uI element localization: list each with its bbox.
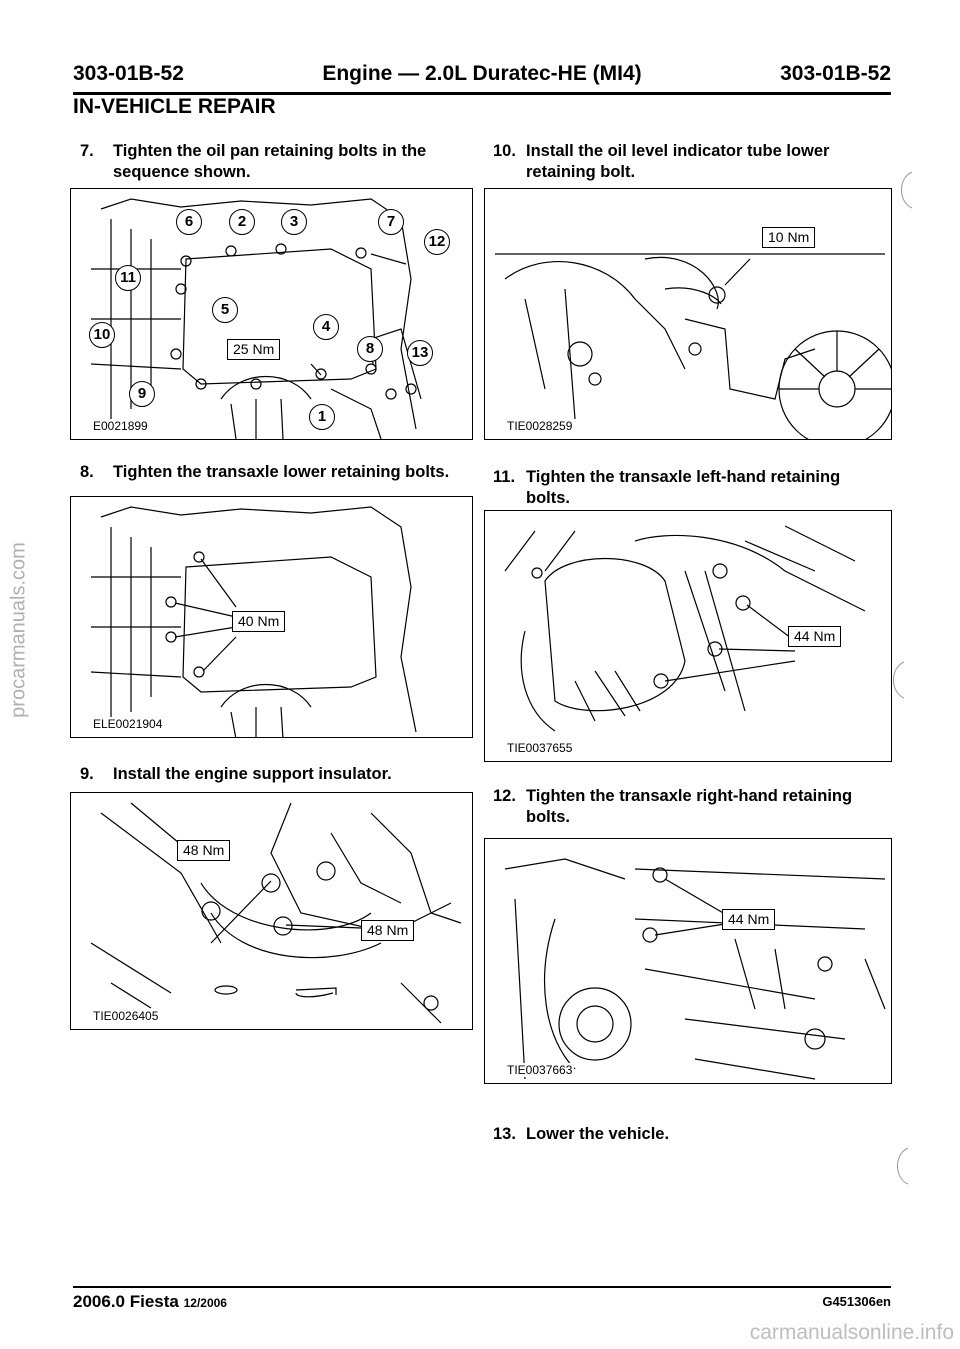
step-11: 11. Tighten the transaxle left-hand reta… bbox=[493, 467, 893, 511]
page-number-left: 303-01B-52 bbox=[73, 62, 184, 85]
callout-1: 1 bbox=[309, 404, 335, 430]
oil-level-tube-illustration bbox=[495, 253, 891, 439]
margin-mark bbox=[901, 171, 913, 209]
figure-engine-support: 48 Nm 48 Nm TIE0026405 bbox=[70, 792, 473, 1030]
step-text: Lower the vehicle. bbox=[526, 1125, 670, 1143]
step-number: 13. bbox=[493, 1125, 516, 1143]
page-header: 303-01B-52 Engine — 2.0L Duratec-HE (MI4… bbox=[73, 62, 891, 96]
step-13: 13. Lower the vehicle. bbox=[493, 1124, 893, 1146]
step-text: Install the engine support insulator. bbox=[113, 765, 392, 783]
figure-transaxle-right: 44 Nm TIE0037663 bbox=[484, 838, 892, 1084]
engine-support-illustration bbox=[90, 802, 462, 1024]
figure-id: TIE0037663 bbox=[505, 1063, 575, 1077]
torque-label: 44 Nm bbox=[722, 909, 776, 930]
step-7: 7. Tighten the oil pan retaining bolts i… bbox=[80, 141, 470, 185]
transaxle-right-illustration bbox=[504, 858, 886, 1080]
section-title: IN-VEHICLE REPAIR bbox=[73, 95, 276, 118]
step-number: 10. bbox=[493, 142, 516, 160]
torque-label-a: 48 Nm bbox=[177, 840, 231, 861]
step-12: 12. Tighten the transaxle right-hand ret… bbox=[493, 786, 893, 830]
callout-10: 10 bbox=[89, 322, 115, 348]
footer-code: G451306en bbox=[822, 1294, 891, 1309]
torque-label: 25 Nm bbox=[227, 339, 281, 360]
step-number: 7. bbox=[80, 142, 94, 160]
watermark-text: procarmanuals.com bbox=[7, 542, 30, 718]
step-10: 10. Install the oil level indicator tube… bbox=[493, 141, 893, 185]
figure-id: ELE0021904 bbox=[91, 717, 165, 731]
step-number: 12. bbox=[493, 787, 516, 805]
figure-transaxle-lower: 40 Nm ELE0021904 bbox=[70, 496, 473, 738]
callout-2: 2 bbox=[229, 209, 255, 235]
callout-6: 6 bbox=[176, 209, 202, 235]
step-8: 8. Tighten the transaxle lower retaining… bbox=[80, 462, 470, 484]
torque-label: 40 Nm bbox=[232, 611, 286, 632]
step-number: 8. bbox=[80, 463, 94, 481]
torque-label: 44 Nm bbox=[788, 626, 842, 647]
header-rule bbox=[73, 92, 891, 95]
figure-id: E0021899 bbox=[91, 419, 150, 433]
step-text: Tighten the transaxle left-hand retainin… bbox=[526, 468, 841, 507]
torque-label-b: 48 Nm bbox=[361, 920, 415, 941]
step-text: Install the oil level indicator tube low… bbox=[526, 142, 830, 181]
callout-9: 9 bbox=[129, 381, 155, 407]
margin-mark bbox=[897, 1147, 909, 1185]
callout-5: 5 bbox=[212, 297, 238, 323]
callout-4: 4 bbox=[313, 314, 339, 340]
figure-oil-level-tube: 10 Nm TIE0028259 bbox=[484, 188, 892, 440]
callout-3: 3 bbox=[281, 209, 307, 235]
model-text: 2006.0 Fiesta bbox=[73, 1292, 179, 1311]
page-title: Engine — 2.0L Duratec-HE (MI4) bbox=[322, 62, 642, 85]
callout-11: 11 bbox=[115, 265, 141, 291]
callout-13: 13 bbox=[407, 340, 433, 366]
footer-rule bbox=[73, 1286, 891, 1288]
figure-id: TIE0026405 bbox=[91, 1009, 161, 1023]
date-text: 12/2006 bbox=[183, 1296, 227, 1310]
transaxle-lower-illustration bbox=[90, 506, 417, 737]
page-number-right: 303-01B-52 bbox=[780, 62, 891, 85]
figure-id: TIE0028259 bbox=[505, 419, 575, 433]
transaxle-left-illustration bbox=[504, 525, 866, 732]
margin-mark bbox=[893, 661, 905, 699]
figure-id: TIE0037655 bbox=[505, 741, 575, 755]
footer-model: 2006.0 Fiesta 12/2006 bbox=[73, 1292, 227, 1312]
step-number: 9. bbox=[80, 765, 94, 783]
site-watermark: carmanualsonline.info bbox=[749, 1321, 954, 1344]
step-number: 11. bbox=[493, 468, 516, 486]
torque-label: 10 Nm bbox=[762, 227, 816, 248]
figure-oil-pan: 25 Nm 1 2 3 4 5 6 7 8 9 10 11 12 13 E002… bbox=[70, 188, 473, 440]
figure-transaxle-left: 44 Nm TIE0037655 bbox=[484, 510, 892, 762]
callout-12: 12 bbox=[424, 229, 450, 255]
callout-8: 8 bbox=[357, 336, 383, 362]
side-watermark: procarmanuals.com bbox=[6, 470, 32, 790]
step-text: Tighten the transaxle right-hand retaini… bbox=[526, 787, 853, 826]
step-text: Tighten the transaxle lower retaining bo… bbox=[113, 463, 450, 481]
callout-7: 7 bbox=[378, 209, 404, 235]
step-9: 9. Install the engine support insulator. bbox=[80, 764, 470, 786]
step-text: Tighten the oil pan retaining bolts in t… bbox=[113, 142, 427, 181]
